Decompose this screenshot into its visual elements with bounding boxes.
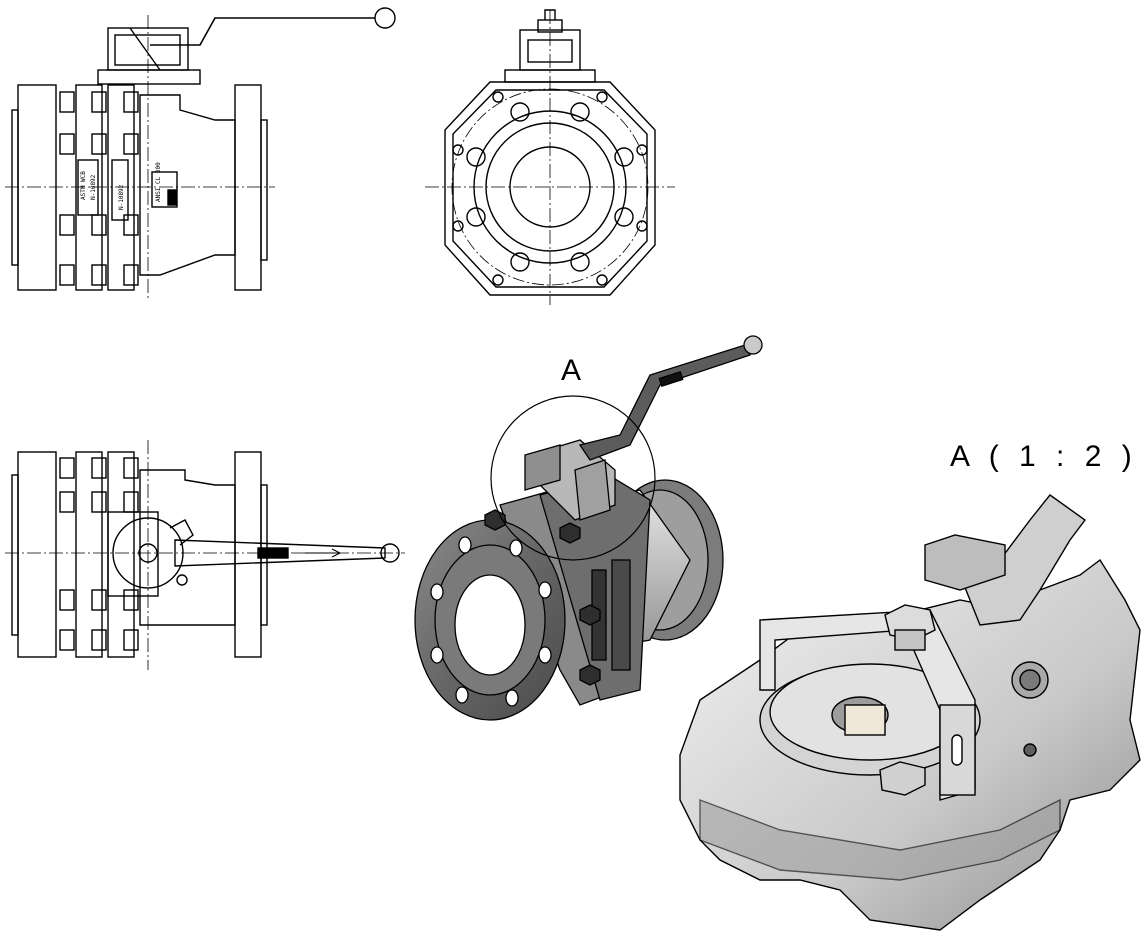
handle-lever — [150, 17, 375, 46]
nameplate-code-c: N-10892 — [118, 184, 125, 210]
nameplate-code-b: N-10892 — [90, 174, 97, 200]
detail-reference-label: A — [561, 354, 582, 387]
iso-bore — [454, 574, 526, 676]
front-view: ASTM WCB N-10892 N-10892 ANSI CL 300 — [5, 7, 396, 300]
isometric-view — [414, 335, 763, 721]
right-flange — [234, 84, 262, 291]
handle-knob — [374, 7, 396, 29]
bolt-holes — [466, 102, 634, 272]
bore — [509, 146, 591, 228]
bolt-row — [59, 91, 139, 286]
iso-handle — [578, 344, 751, 461]
plan-handle — [174, 539, 386, 567]
mounting-pad — [97, 69, 201, 85]
detail-lever — [959, 494, 1086, 626]
left-flange — [17, 84, 57, 291]
side-view — [425, 9, 675, 305]
detail-circle — [490, 395, 656, 561]
raised-face — [473, 110, 627, 264]
octagon-flange — [444, 81, 656, 296]
detail-view — [679, 494, 1141, 931]
detail-title-label: A ( 1 : 2 ) — [950, 440, 1138, 473]
plan-view — [5, 440, 405, 670]
nameplate-code-a: ASTM WCB — [80, 171, 87, 200]
nameplate-class: ANSI CL 300 — [155, 162, 162, 202]
